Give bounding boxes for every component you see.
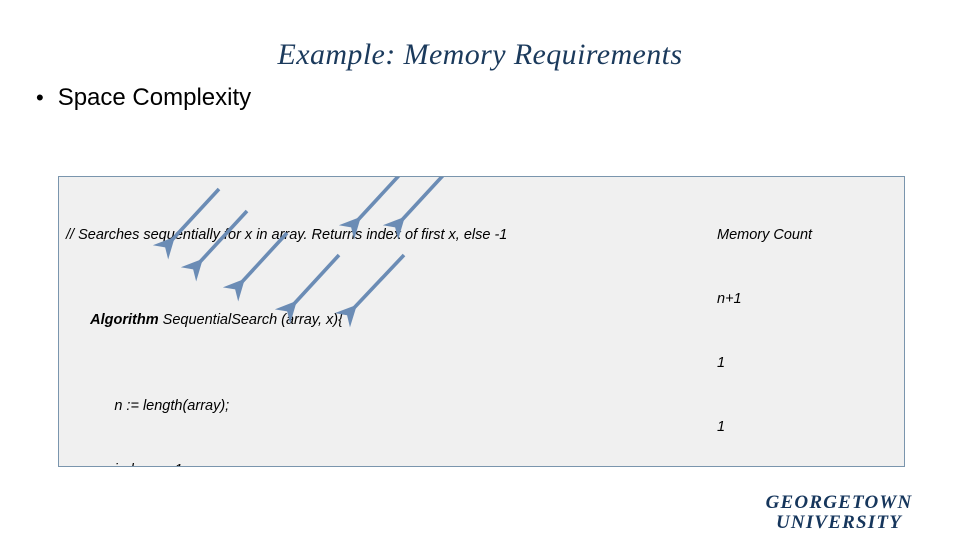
memory-count-value: 1 bbox=[717, 419, 726, 436]
georgetown-university-logo: GEORGETOWN UNIVERSITY bbox=[746, 493, 932, 533]
memory-count-value: 1 bbox=[717, 355, 726, 372]
memory-count-column: Memory Count n+1 1 1 3 1 bbox=[717, 182, 813, 466]
memory-count-header: Memory Count bbox=[717, 226, 813, 243]
code-line: // Searches sequentially for x in array.… bbox=[66, 226, 508, 243]
memory-count-value: n+1 bbox=[717, 291, 742, 308]
bullet-item-label: Space Complexity bbox=[57, 84, 252, 111]
pseudocode-panel: // Searches sequentially for x in array.… bbox=[58, 176, 905, 467]
code-keyword-rest: SequentialSearch (array, x){ bbox=[158, 312, 343, 329]
code-line: n := length(array); bbox=[66, 398, 230, 415]
logo-line-georgetown: GEORGETOWN bbox=[765, 492, 913, 513]
bullet-marker-icon: • bbox=[36, 85, 44, 110]
code-keyword: Algorithm bbox=[90, 312, 159, 329]
bullet-item-space-complexity: • Space Complexity bbox=[36, 84, 251, 112]
pseudocode-listing: // Searches sequentially for x in array.… bbox=[66, 182, 508, 466]
logo-line-university: UNIVERSITY bbox=[775, 512, 903, 533]
page-title: Example: Memory Requirements bbox=[277, 38, 683, 71]
code-line: Algorithm SequentialSearch (array, x){ bbox=[66, 289, 507, 353]
code-line: index := -1; bbox=[66, 460, 507, 466]
